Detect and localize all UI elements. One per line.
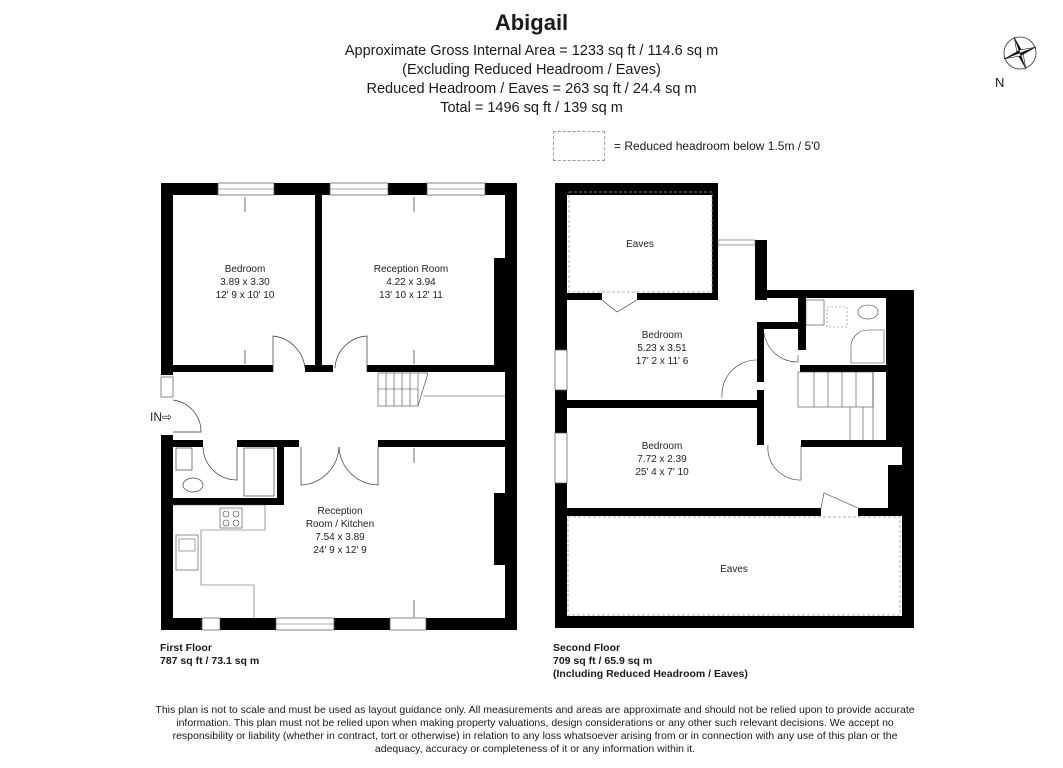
svg-text:3.89 x 3.30: 3.89 x 3.30 <box>220 277 270 288</box>
sf-bedroom1-name: Bedroom <box>642 330 683 341</box>
floor-plan-drawing: IN⇨ Bedroom 3.89 x 3.30 12' 9 x 10' 10 R… <box>150 182 914 631</box>
excluding-note: (Excluding Reduced Headroom / Eaves) <box>402 62 661 78</box>
second-floor-label: Second Floor 709 sq ft / 65.9 sq m (Incl… <box>553 642 748 681</box>
sf-bedroom2-name: Bedroom <box>642 441 683 452</box>
second-floor-plan: Eaves Bedroom 5.23 x 3.51 17' 2 x 11' 6 … <box>554 183 914 628</box>
compass-north-label: N <box>995 75 1005 90</box>
first-floor-label: First Floor 787 sq ft / 73.1 sq m <box>160 642 259 668</box>
svg-text:5.23 x 3.51: 5.23 x 3.51 <box>637 343 687 354</box>
ff-bedroom-name: Bedroom <box>225 264 266 275</box>
second-floor-note: (Including Reduced Headroom / Eaves) <box>553 668 748 680</box>
ff-reception-room-name: Reception Room <box>374 264 448 275</box>
svg-text:24' 9 x 12' 9: 24' 9 x 12' 9 <box>313 545 367 556</box>
svg-text:Room / Kitchen: Room / Kitchen <box>306 519 374 530</box>
total-area: Total = 1496 sq ft / 139 sq m <box>440 100 623 116</box>
first-floor-name: First Floor <box>160 642 212 654</box>
svg-text:4.22 x 3.94: 4.22 x 3.94 <box>386 277 436 288</box>
disclaimer-text: This plan is not to scale and must be us… <box>155 704 915 755</box>
first-floor-plan: IN⇨ Bedroom 3.89 x 3.30 12' 9 x 10' 10 R… <box>150 182 517 631</box>
reduced-headroom-legend-swatch <box>553 131 605 161</box>
first-floor-area: 787 sq ft / 73.1 sq m <box>160 655 260 667</box>
second-floor-area: 709 sq ft / 65.9 sq m <box>553 655 653 667</box>
svg-text:12' 9 x 10' 10: 12' 9 x 10' 10 <box>216 290 275 301</box>
reduced-headroom-area: Reduced Headroom / Eaves = 263 sq ft / 2… <box>366 81 697 97</box>
svg-text:25' 4 x 7' 10: 25' 4 x 7' 10 <box>635 467 689 478</box>
reduced-headroom-legend-label: = Reduced headroom below 1.5m / 5'0 <box>614 139 821 153</box>
entrance-label: IN⇨ <box>150 410 172 424</box>
sf-eaves-bottom-label: Eaves <box>720 564 748 575</box>
sf-eaves-top-label: Eaves <box>626 239 654 250</box>
svg-text:7.54 x 3.89: 7.54 x 3.89 <box>315 532 365 543</box>
svg-text:7.72 x 2.39: 7.72 x 2.39 <box>637 454 687 465</box>
svg-text:17' 2 x 11' 6: 17' 2 x 11' 6 <box>636 356 689 367</box>
ff-kitchen-name: Reception <box>317 506 362 517</box>
svg-text:13' 10 x 12' 11: 13' 10 x 12' 11 <box>379 290 443 301</box>
second-floor-name: Second Floor <box>553 642 621 654</box>
gross-internal-area: Approximate Gross Internal Area = 1233 s… <box>344 43 719 59</box>
compass-rose-icon: N <box>995 33 1045 96</box>
property-title: Abigail <box>494 10 569 35</box>
